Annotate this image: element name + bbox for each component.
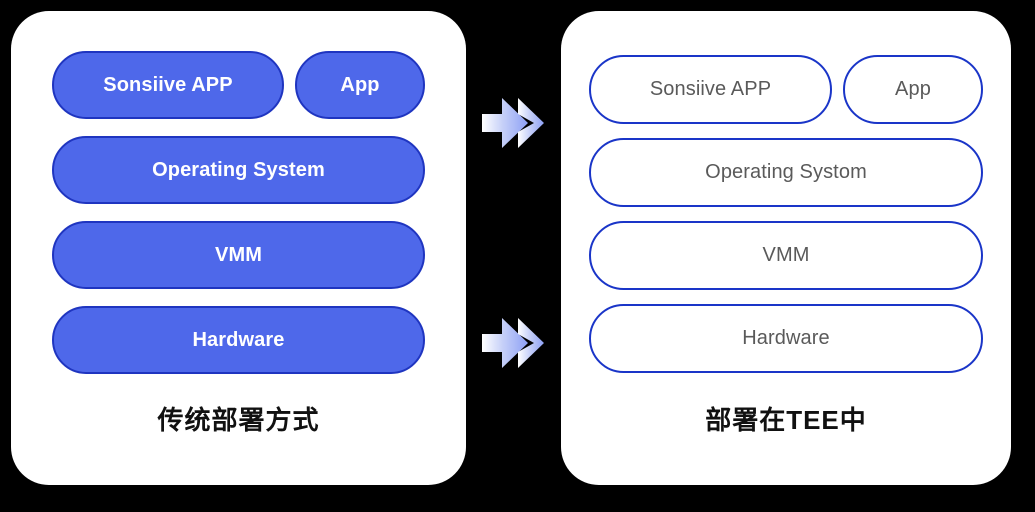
layer-app[interactable]: App <box>843 55 983 124</box>
layer-vmm[interactable]: VMM <box>589 221 983 290</box>
panel-caption-traditional: 传统部署方式 <box>157 405 320 435</box>
stack-row-os: Operating Systom <box>589 138 983 207</box>
layer-operating-system[interactable]: Operating Systom <box>589 138 983 207</box>
layer-label: Sonsiive APP <box>649 78 772 100</box>
layer-label: Operating System <box>152 158 325 181</box>
stack-row-hardware: Hardware <box>589 304 983 373</box>
layer-label: Sonsiive APP <box>103 73 233 96</box>
stack-tee: Sonsiive APP App Operating Systom VMM Ha… <box>561 55 1011 387</box>
stack-row-vmm: VMM <box>589 221 983 290</box>
layer-app[interactable]: App <box>295 51 425 119</box>
layer-hardware[interactable]: Hardware <box>52 306 425 374</box>
layer-label: Hardware <box>742 327 830 349</box>
stack-row-os: Operating System <box>52 136 425 204</box>
double-chevron-right-arrow-icon <box>482 312 562 374</box>
layer-sonsiive-app[interactable]: Sonsiive APP <box>52 51 284 119</box>
layer-label: VMM <box>762 244 810 266</box>
layer-hardware[interactable]: Hardware <box>589 304 983 373</box>
stack-row-apps: Sonsiive APP App <box>52 51 425 119</box>
stack-row-apps: Sonsiive APP App <box>589 55 983 124</box>
panel-tee-deployment: Sonsiive APP App Operating Systom VMM Ha… <box>561 11 1011 485</box>
panel-traditional-deployment: Sonsiive APP App Operating System VMM Ha… <box>11 11 466 485</box>
layer-operating-system[interactable]: Operating System <box>52 136 425 204</box>
layer-sonsiive-app[interactable]: Sonsiive APP <box>589 55 832 124</box>
panel-caption-tee: 部署在TEE中 <box>705 405 867 435</box>
layer-label: VMM <box>215 243 262 266</box>
stack-row-vmm: VMM <box>52 221 425 289</box>
stack-row-hardware: Hardware <box>52 306 425 374</box>
layer-label: Hardware <box>192 328 285 351</box>
layer-label: App <box>340 73 380 96</box>
stack-traditional: Sonsiive APP App Operating System VMM Ha… <box>11 51 466 391</box>
layer-label: App <box>895 78 931 100</box>
layer-label: Operating Systom <box>705 161 867 183</box>
double-chevron-right-arrow-icon <box>482 92 562 154</box>
layer-vmm[interactable]: VMM <box>52 221 425 289</box>
